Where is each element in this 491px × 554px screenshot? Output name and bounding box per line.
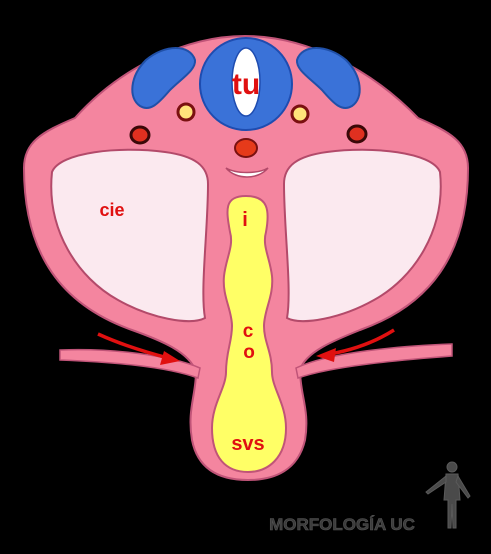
left-somatopleure bbox=[59, 348, 201, 380]
watermark-text: MORFOLOGÍA UC bbox=[269, 515, 415, 534]
label-cie: cie bbox=[99, 200, 124, 220]
right-nephric-duct bbox=[290, 104, 310, 124]
right-fold-arrow bbox=[316, 328, 395, 362]
gut-tube bbox=[210, 194, 288, 474]
right-cardinal-vein bbox=[346, 124, 368, 144]
label-tu: tu bbox=[232, 68, 260, 101]
human-figure-icon bbox=[425, 461, 471, 529]
dorsal-aorta-arc bbox=[225, 167, 269, 178]
left-somite bbox=[131, 47, 196, 109]
left-celom bbox=[50, 148, 210, 323]
right-celom bbox=[282, 148, 442, 323]
right-somatopleure bbox=[295, 343, 453, 379]
label-i: i bbox=[242, 209, 248, 231]
left-cardinal-vein bbox=[129, 125, 151, 145]
neural-canal bbox=[231, 47, 261, 117]
label-svs: svs bbox=[231, 433, 264, 455]
left-fold-arrow bbox=[97, 332, 180, 365]
notochord bbox=[234, 138, 258, 158]
right-somite bbox=[296, 47, 361, 109]
label-co-bottom: o bbox=[243, 342, 255, 363]
label-co-top: c bbox=[243, 321, 254, 342]
left-nephric-duct bbox=[176, 102, 196, 122]
